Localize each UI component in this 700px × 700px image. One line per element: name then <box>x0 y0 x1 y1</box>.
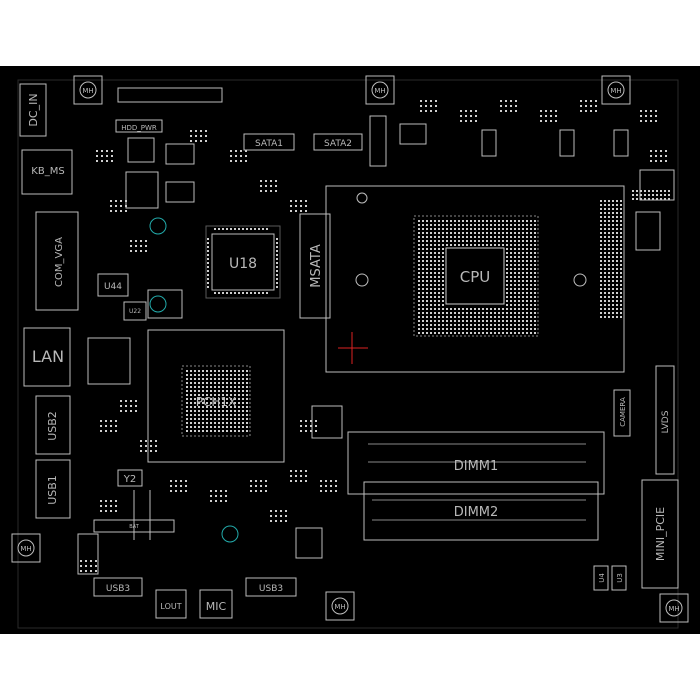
dc-in-connector <box>19 83 47 137</box>
usb1-label: USB1 <box>46 475 59 505</box>
kb-ms-label: KB_MS <box>31 166 64 177</box>
msata-label: MSATA <box>309 244 324 288</box>
sata2-label: SATA2 <box>324 139 352 149</box>
dc-in-label: DC_IN <box>27 93 40 126</box>
u22-label: U22 <box>129 308 141 315</box>
usb3-left-label: USB3 <box>106 584 130 594</box>
camera-connector <box>613 389 631 437</box>
mini-pcie-slot <box>641 479 679 589</box>
usb3-right-label: USB3 <box>259 584 283 594</box>
mounting-holes <box>11 75 689 623</box>
u4-label: U4 <box>598 573 606 583</box>
pch-label: PCH1X <box>196 395 237 409</box>
usb2-connector <box>35 395 71 455</box>
usb3-connector-right <box>245 577 297 597</box>
usb1-connector <box>35 459 71 519</box>
sata1-label: SATA1 <box>255 139 283 149</box>
u4-chip <box>593 565 609 591</box>
boardview-schematic: DC_IN KB_MS COM_VGA LAN USB2 USB1 HDD_PW… <box>11 75 689 629</box>
lan-connector <box>23 327 71 387</box>
u44-label: U44 <box>104 282 122 292</box>
com-vga-label: COM_VGA <box>54 237 65 287</box>
y2-crystal <box>117 469 143 487</box>
u3-label: U3 <box>616 573 624 583</box>
lvds-label: LVDS <box>661 410 671 433</box>
com-vga-connector <box>35 211 79 311</box>
mh-label-4: MH <box>20 545 31 553</box>
mh-label-6: MH <box>668 605 679 613</box>
kb-ms-connector <box>21 149 73 195</box>
mh-label-1: MH <box>82 87 93 95</box>
u44-chip <box>97 273 129 297</box>
y2-label: Y2 <box>123 474 136 485</box>
mh-label-3: MH <box>610 87 621 95</box>
cpu-socket <box>325 185 625 373</box>
usb2-label: USB2 <box>46 411 59 441</box>
mic-jack <box>199 589 233 619</box>
lout-label: LOUT <box>160 602 181 611</box>
usb3-connector-left <box>93 577 143 597</box>
bat-label: BAT <box>129 524 139 530</box>
hdd-pwr-connector <box>115 119 163 133</box>
u18-chip <box>211 233 275 291</box>
dimm1-slot <box>347 431 605 495</box>
msata-slot <box>299 213 331 319</box>
sata2-connector <box>313 133 363 151</box>
u18-label: U18 <box>229 256 257 272</box>
dimm2-label: DIMM2 <box>454 505 499 520</box>
u22-chip <box>123 301 147 321</box>
dimm1-label: DIMM1 <box>454 459 499 474</box>
u3-chip <box>611 565 627 591</box>
board-canvas: DC_IN KB_MS COM_VGA LAN USB2 USB1 HDD_PW… <box>0 66 700 634</box>
mh-label-2: MH <box>374 87 385 95</box>
camera-label: CAMERA <box>619 397 627 427</box>
lout-jack <box>155 589 187 619</box>
dimm2-slot <box>363 481 599 541</box>
mic-label: MIC <box>206 600 227 613</box>
lvds-connector <box>655 365 675 475</box>
mini-pcie-label: MINI_PCIE <box>654 507 667 561</box>
header-strip <box>117 87 223 103</box>
cpu-label: CPU <box>460 268 491 286</box>
pch-chip <box>147 329 285 463</box>
sata1-connector <box>243 133 295 151</box>
mh-label-5: MH <box>334 603 345 611</box>
hdd-pwr-label: HDD_PWR <box>121 124 157 132</box>
lan-label: LAN <box>32 347 64 366</box>
